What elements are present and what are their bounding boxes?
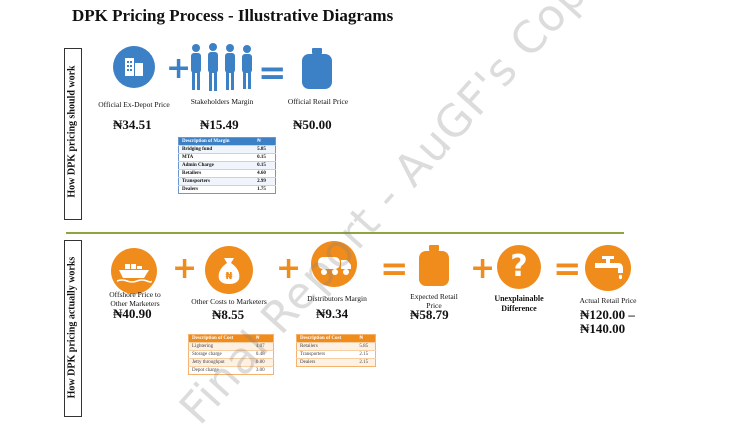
section-divider [66, 232, 624, 234]
table-cell: 2.15 [356, 350, 376, 359]
distributors-caption: Distributors Margin [307, 294, 367, 303]
official-retail-caption: Official Retail Price [287, 97, 349, 106]
distributor-table-header: Description of Cost [296, 334, 357, 343]
equals-operator: = [553, 249, 582, 289]
table-cell: Dealers [296, 358, 357, 367]
jerrycan-icon [300, 48, 334, 90]
table-cell: 5.85 [254, 145, 276, 154]
equals-operator: = [258, 53, 287, 93]
table-cell: Transporters [178, 177, 255, 186]
table-cell: Transporters [296, 350, 357, 359]
table-cell: 2.15 [356, 358, 376, 367]
money-bag-icon: ₦ [205, 246, 253, 294]
table-cell: 0.15 [254, 161, 276, 170]
table-cell: 4.60 [254, 169, 276, 178]
expected-retail-caption: Expected Retail Price [410, 292, 458, 311]
actual-retail-caption: Actual Retail Price [579, 296, 637, 305]
unexplainable-caption: Unexplainable Difference [494, 294, 544, 313]
table-cell: Retailers [296, 342, 357, 351]
table-cell: 4.07 [252, 342, 274, 351]
top-section-label-box [64, 48, 82, 220]
plus-operator: + [166, 51, 192, 86]
offshore-price: ₦40.90 [113, 306, 152, 321]
equals-operator: = [380, 249, 409, 289]
table-cell: 5.85 [356, 342, 376, 351]
table-cell: 2.99 [254, 177, 276, 186]
stakeholders-caption: Stakeholders Margin [190, 97, 254, 106]
page-title: DPK Pricing Process - Illustrative Diagr… [72, 6, 394, 25]
margin-table-header: ₦ [254, 137, 276, 146]
table-cell: Dealers [178, 185, 255, 194]
actual-retail-price-low: ₦120.00 – [580, 307, 635, 322]
plus-operator: + [276, 251, 302, 286]
distributors-price: ₦9.34 [316, 306, 349, 321]
table-cell: MTA [178, 153, 255, 162]
ex-depot-caption: Official Ex-Depot Price [98, 100, 170, 109]
table-cell: Retailers [178, 169, 255, 178]
cost-table-header: Description of Cost [188, 334, 253, 343]
table-cell: 0.15 [254, 153, 276, 162]
expected-retail-price: ₦58.79 [410, 307, 449, 322]
bottom-section-label: How DPK pricing actually works [66, 256, 78, 399]
plus-operator: + [470, 251, 496, 286]
table-cell: Storage charge [188, 350, 253, 359]
offshore-caption: Offshore Price to Other Marketers [109, 290, 161, 309]
tanker-truck-icon [311, 241, 357, 287]
table-cell: 0.48 [252, 350, 274, 359]
table-cell: Jetty throughput [188, 358, 253, 367]
cost-table-header: ₦ [252, 334, 274, 343]
factory-icon [113, 46, 155, 88]
jerrycan-icon [417, 245, 451, 287]
actual-retail-price-high: ₦140.00 [580, 321, 626, 336]
other-costs-price: ₦8.55 [212, 307, 245, 322]
table-cell: 3.00 [252, 366, 274, 375]
tap-icon [585, 245, 631, 291]
table-cell: Lightering [188, 342, 253, 351]
table-cell: Bridging fund [178, 145, 255, 154]
stakeholders-price: ₦15.49 [200, 117, 239, 132]
question-icon: ? [497, 245, 541, 289]
official-retail-price: ₦50.00 [293, 117, 332, 132]
margin-table-header: Description of Margin [178, 137, 255, 146]
table-cell: 1.75 [254, 185, 276, 194]
distributor-table-header: ₦ [356, 334, 376, 343]
top-section-label: How DPK pricing should work [66, 65, 78, 198]
stakeholders-icon [186, 42, 258, 92]
other-costs-caption: Other Costs to Marketers [191, 297, 267, 306]
ex-depot-price: ₦34.51 [113, 117, 152, 132]
table-cell: 0.80 [252, 358, 274, 367]
plus-operator: + [172, 251, 198, 286]
table-cell: Depot charge [188, 366, 253, 375]
svg-text:₦: ₦ [226, 271, 233, 282]
ship-icon [111, 248, 157, 294]
table-cell: Admin Charge [178, 161, 255, 170]
